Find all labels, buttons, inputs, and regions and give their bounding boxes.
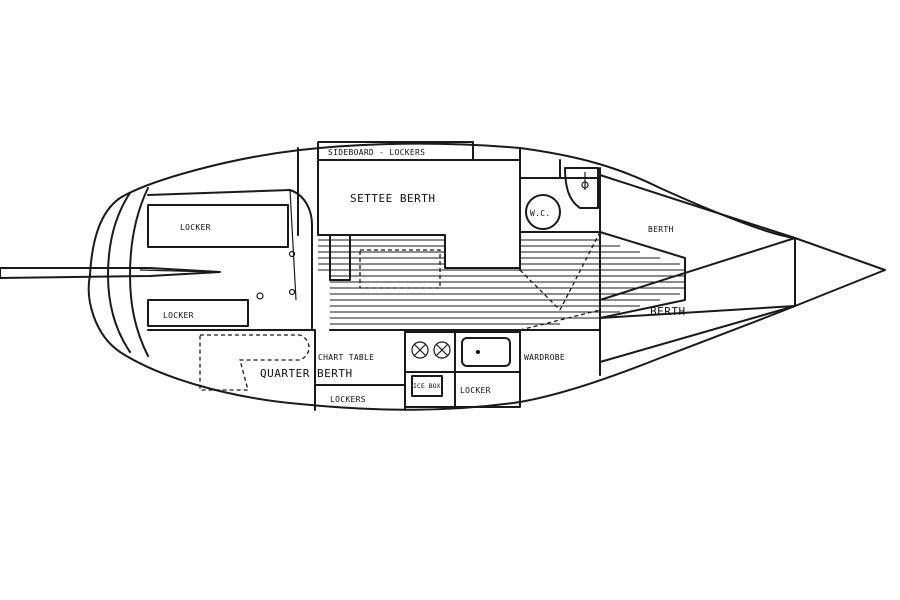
transom-inner-2 — [129, 187, 149, 357]
v-berth-upper — [599, 174, 796, 301]
settee-berth-outline — [317, 159, 521, 269]
wardrobe-door-arc — [519, 309, 601, 331]
floor-planks — [318, 239, 685, 325]
wc-label: W.C. — [530, 209, 550, 218]
sideboard-lockers-label: SIDEBOARD - LOCKERS — [328, 148, 425, 157]
aft-locker-area — [147, 189, 316, 331]
tiller — [0, 267, 221, 279]
hull-outline — [87, 142, 886, 411]
settee-berth-label: SETTEE BERTH — [350, 192, 435, 205]
berth-lower-label: BERTH — [650, 305, 686, 318]
locker-aft-lower-label: LOCKER — [163, 311, 194, 320]
v-berth-lower — [599, 305, 796, 363]
ice-box-label: ICE BOX — [413, 382, 440, 390]
berth-upper-label: BERTH — [648, 225, 674, 234]
head-compartment — [519, 159, 601, 311]
locker-aft-upper-label: LOCKER — [180, 223, 211, 232]
wardrobe-label: WARDROBE — [524, 353, 565, 362]
sideboard-lockers-box — [317, 141, 474, 161]
quarter-berth-label: QUARTER BERTH — [260, 367, 353, 380]
galley — [404, 331, 521, 408]
forward-floor-edge — [599, 231, 686, 319]
transom-inner-1 — [107, 192, 131, 353]
locker-galley-label: LOCKER — [460, 386, 491, 395]
chart-table-label: CHART TABLE — [318, 353, 374, 362]
lockers-bottom-label: LOCKERS — [330, 395, 366, 404]
